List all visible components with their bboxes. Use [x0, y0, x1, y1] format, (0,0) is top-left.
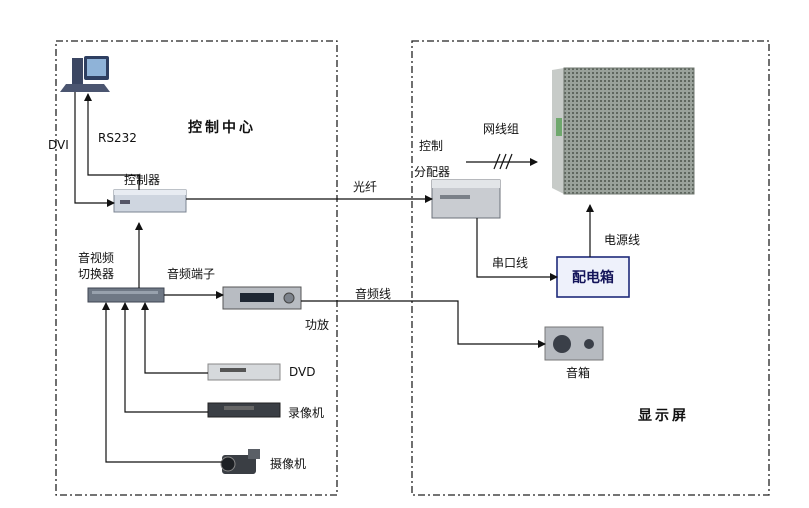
- dvd-player-device: [207, 363, 281, 381]
- distributor-device: [431, 179, 501, 219]
- rs232-line: [84, 93, 140, 190]
- network-cable-label: 网线组: [483, 122, 520, 136]
- amplifier-device: [222, 286, 302, 310]
- camcorder-label: 摄像机: [270, 457, 307, 471]
- switcher-label-1: 音视频: [78, 251, 115, 265]
- control-center-title: 控制中心: [188, 120, 256, 136]
- led-screen: [552, 67, 695, 195]
- control-center-region: [55, 40, 338, 496]
- controller-device: [113, 189, 187, 213]
- dvd-line: [141, 302, 208, 374]
- serial-cable-label: 串口线: [492, 256, 529, 270]
- camcorder-line: [102, 302, 222, 463]
- display-screen-region: [411, 40, 770, 496]
- computer-icon: [60, 56, 110, 92]
- speaker-label: 音箱: [566, 366, 591, 380]
- distribution-box-label: 配电箱: [572, 270, 614, 286]
- av-switcher-device: [87, 287, 165, 303]
- dvi-line: [74, 92, 115, 207]
- vcr-label: 录像机: [288, 406, 325, 420]
- distributor-label-1: 控制: [419, 139, 444, 153]
- vcr-line: [121, 302, 208, 413]
- controller-label: 控制器: [124, 173, 161, 187]
- power-cable-label: 电源线: [604, 233, 641, 247]
- network-bundle-marks: [493, 153, 513, 170]
- distribution-box: [556, 256, 630, 298]
- distributor-label-2: 分配器: [414, 165, 451, 179]
- audio-cable-line: [301, 300, 546, 348]
- audio-terminal-label: 音频端子: [167, 267, 216, 281]
- rs232-label: RS232: [98, 131, 137, 145]
- display-screen-title: 显示屏: [638, 408, 689, 424]
- switcher-label-2: 切换器: [78, 267, 115, 281]
- camcorder-icon: [220, 449, 260, 474]
- vcr-device: [207, 402, 281, 418]
- serial-line: [476, 218, 558, 281]
- amplifier-label: 功放: [305, 318, 330, 332]
- speaker-device: [544, 326, 604, 361]
- fiber-label: 光纤: [353, 180, 378, 194]
- audio-cable-label: 音频线: [355, 287, 392, 301]
- dvi-label: DVI: [48, 138, 69, 152]
- dvd-label: DVD: [289, 365, 316, 379]
